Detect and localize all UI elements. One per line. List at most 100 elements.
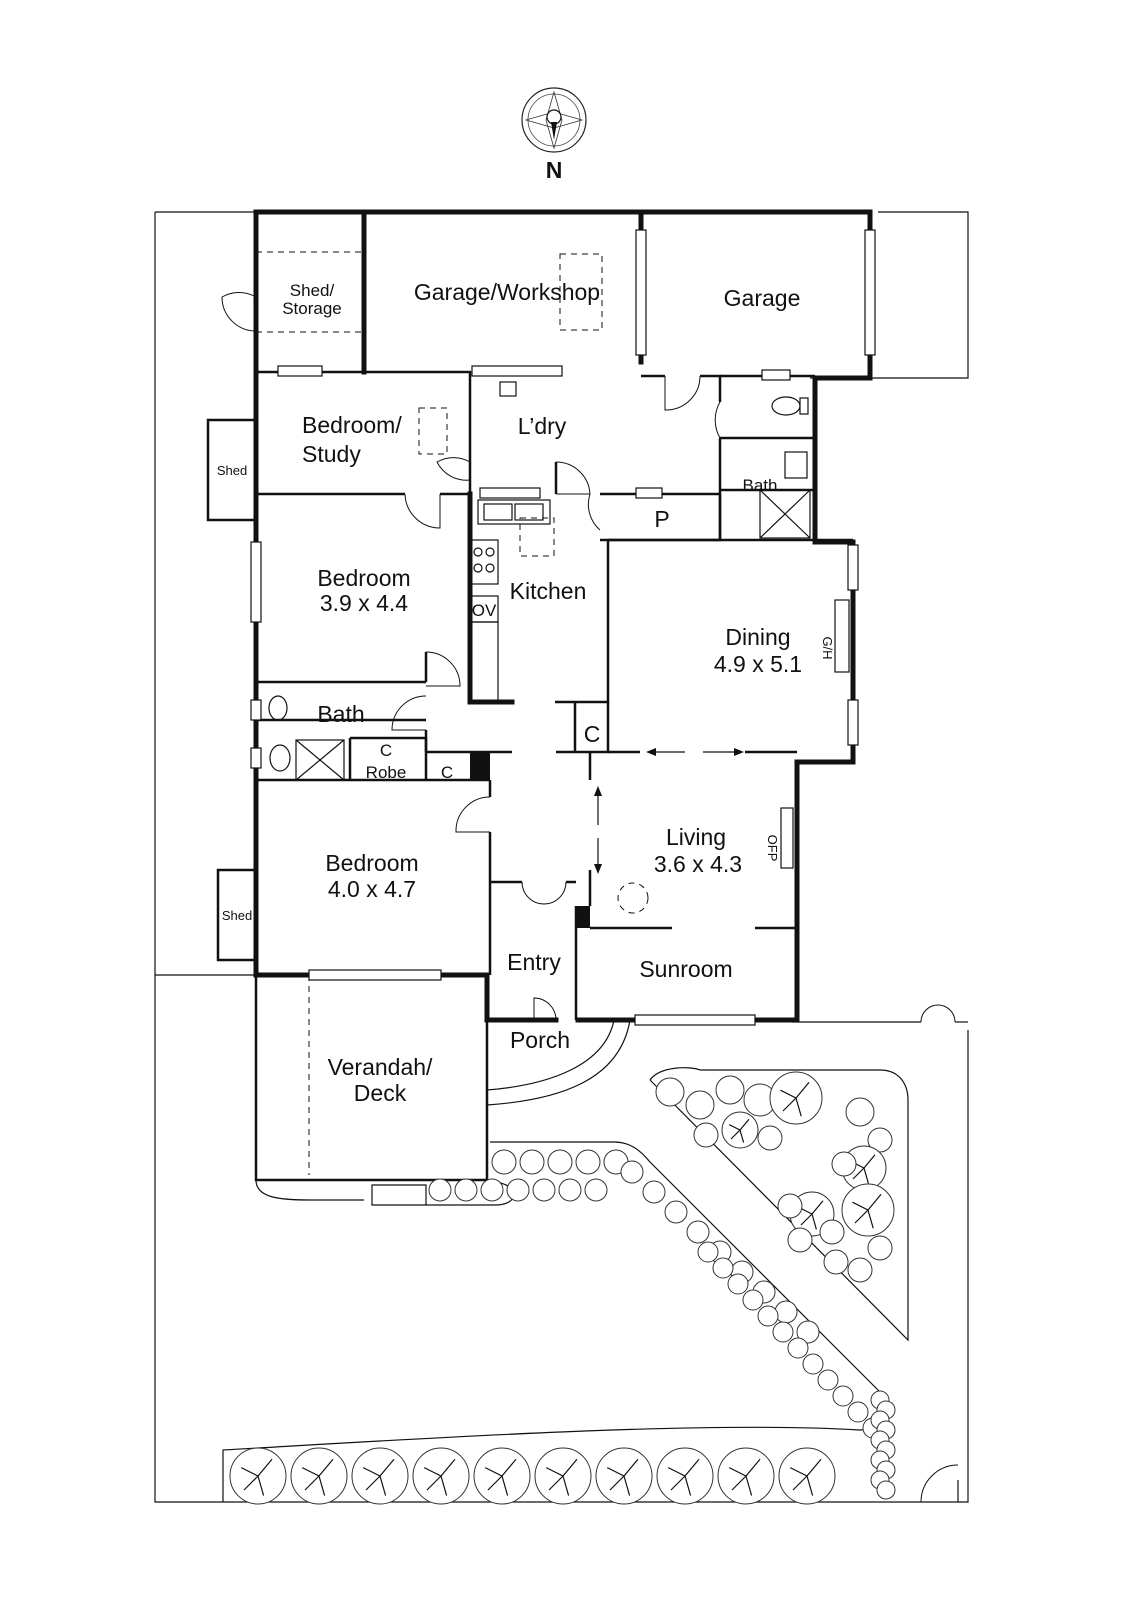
robe-label: Robe — [366, 763, 407, 782]
compass-icon — [521, 87, 587, 153]
windows — [250, 229, 876, 1026]
tree-icon — [742, 1289, 764, 1311]
tree-icon — [712, 1257, 734, 1279]
tree-icon — [787, 1227, 813, 1253]
gas-heater-label: G/H — [820, 636, 835, 659]
robe-cupboard-label: C — [441, 763, 453, 782]
verandah-deck-label-2: Deck — [354, 1080, 407, 1106]
shed-storage-label-1: Shed/ — [290, 281, 335, 300]
tree-icon — [845, 1097, 875, 1127]
bath-cupboard-label: C — [380, 741, 392, 760]
tree-icon — [832, 1385, 854, 1407]
garage-workshop-label: Garage/Workshop — [414, 279, 600, 305]
tree-icon — [876, 1480, 896, 1500]
tree-icon — [686, 1220, 710, 1244]
tree-branch-icon — [240, 1458, 273, 1496]
bedroom-study-label-2: Study — [302, 441, 361, 467]
dining-name: Dining — [725, 624, 790, 650]
bedroom-1-size: 4.0 x 4.7 — [328, 876, 416, 902]
tree-icon — [802, 1353, 824, 1375]
tree-icon — [620, 1160, 644, 1184]
oven-label: OV — [472, 601, 497, 620]
tree-icon — [693, 1122, 719, 1148]
tree-icon — [480, 1178, 504, 1202]
tree-icon — [697, 1241, 719, 1263]
living-name: Living — [666, 824, 726, 850]
tree-icon — [796, 1320, 820, 1344]
tree-icon — [575, 1149, 601, 1175]
bedroom-1-name: Bedroom — [325, 850, 418, 876]
bedroom-2-size: 3.9 x 4.4 — [320, 590, 408, 616]
bath-rear-label: Bath — [743, 476, 778, 495]
tree-icon — [715, 1075, 745, 1105]
tree-icon — [532, 1178, 556, 1202]
verandah-deck-label-1: Verandah/ — [328, 1054, 433, 1080]
dining-size: 4.9 x 5.1 — [714, 651, 802, 677]
open-fireplace-label: OFP — [765, 835, 780, 862]
verandah-and-paths — [222, 975, 909, 1502]
tree-icon — [685, 1090, 715, 1120]
tree-icon — [819, 1219, 845, 1245]
tree-icon — [772, 1321, 794, 1343]
side-shed-lower-label: Shed — [222, 908, 252, 923]
tree-icon — [774, 1300, 798, 1324]
tree-icon — [519, 1149, 545, 1175]
pantry-label: P — [654, 506, 669, 532]
tree-branch-icon — [484, 1458, 517, 1496]
tree-icon — [787, 1337, 809, 1359]
bedroom-2-name: Bedroom — [317, 565, 410, 591]
compass-north-label: N — [546, 157, 563, 183]
fixtures — [268, 381, 850, 869]
entry-label: Entry — [507, 949, 561, 975]
tree-icon — [847, 1401, 869, 1423]
dashed-features — [256, 251, 649, 1175]
tree-icon — [867, 1235, 893, 1261]
tree-icon — [831, 1151, 857, 1177]
tree-icon — [655, 1077, 685, 1107]
bath-front-label: Bath — [317, 701, 364, 727]
porch-label: Porch — [510, 1027, 570, 1053]
hall-cupboard-label: C — [584, 721, 601, 747]
tree-icon — [867, 1127, 893, 1153]
tree-icon — [454, 1178, 478, 1202]
tree-icon — [757, 1125, 783, 1151]
tree-icon — [642, 1180, 666, 1204]
tree-icon — [847, 1257, 873, 1283]
tree-branch-icon — [606, 1458, 639, 1496]
tree-icon — [664, 1200, 688, 1224]
tree-icon — [727, 1273, 749, 1295]
tree-branch-icon — [852, 1194, 882, 1229]
property-boundary — [154, 211, 969, 1503]
garage-label: Garage — [724, 285, 801, 311]
tree-icon — [823, 1249, 849, 1275]
tree-branch-icon — [780, 1082, 810, 1117]
tree-icon — [757, 1305, 779, 1327]
side-shed-upper-label: Shed — [217, 463, 247, 478]
tree-branch-icon — [362, 1458, 395, 1496]
garden-trees — [229, 1071, 896, 1505]
tree-branch-icon — [728, 1118, 750, 1143]
laundry-label: L’dry — [518, 413, 567, 439]
tree-branch-icon — [545, 1458, 578, 1496]
sliding-door-arrows — [594, 748, 744, 874]
doors — [221, 291, 721, 1021]
shed-storage-label-2: Storage — [282, 299, 342, 318]
side-sheds — [206, 418, 258, 962]
tree-icon — [558, 1178, 582, 1202]
tree-icon — [584, 1178, 608, 1202]
tree-icon — [817, 1369, 839, 1391]
tree-icon — [491, 1149, 517, 1175]
tree-branch-icon — [798, 1200, 824, 1230]
tree-branch-icon — [423, 1458, 456, 1496]
tree-branch-icon — [301, 1458, 334, 1496]
tree-icon — [428, 1178, 452, 1202]
sunroom-label: Sunroom — [639, 956, 732, 982]
tree-branch-icon — [728, 1458, 761, 1496]
tree-branch-icon — [667, 1458, 700, 1496]
kitchen-label: Kitchen — [510, 578, 587, 604]
tree-branch-icon — [789, 1458, 822, 1496]
bedroom-study-label-1: Bedroom/ — [302, 412, 402, 438]
tree-icon — [547, 1149, 573, 1175]
living-size: 3.6 x 4.3 — [654, 851, 742, 877]
